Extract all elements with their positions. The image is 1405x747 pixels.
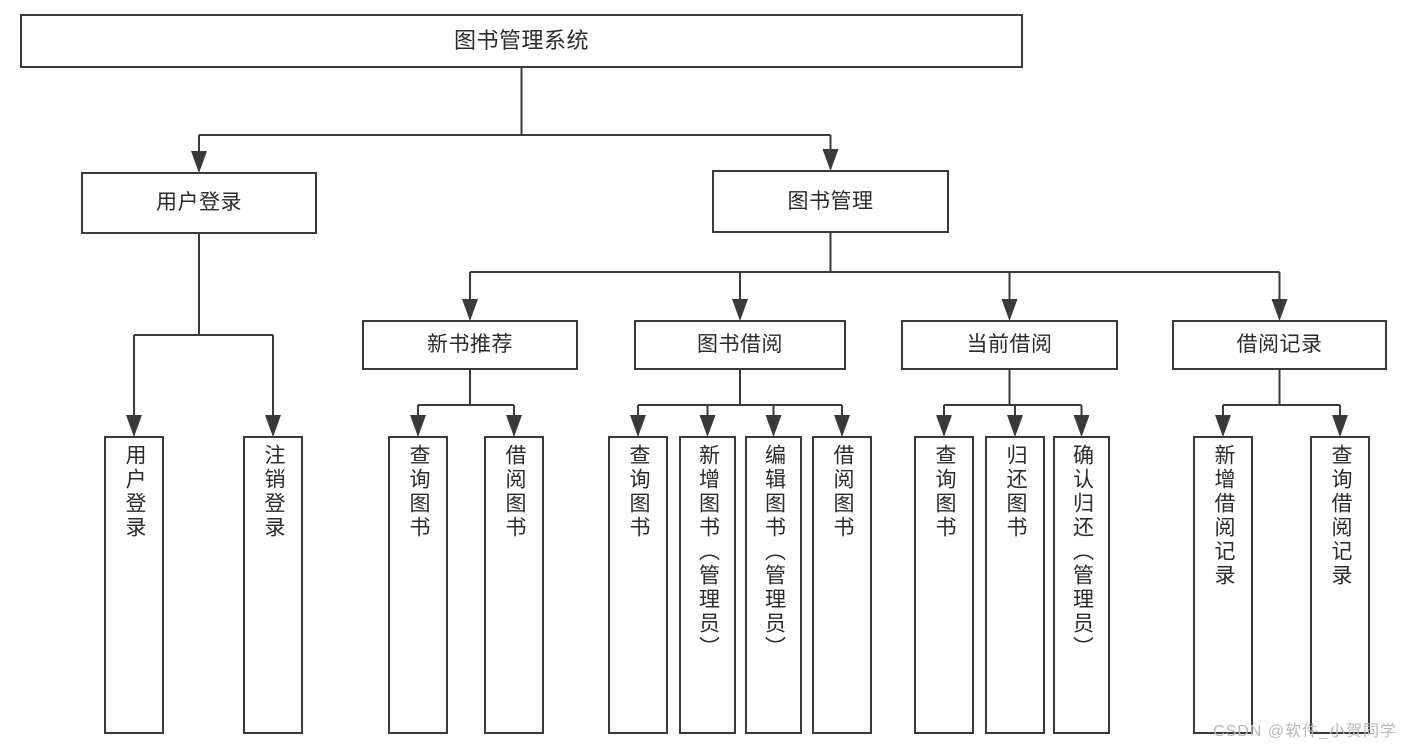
arrowhead <box>765 415 782 437</box>
arrowhead <box>265 415 281 437</box>
node-l9[interactable]: 查询图书 <box>914 436 974 734</box>
node-label: 编辑图书（管理员） <box>762 444 786 660</box>
node-login[interactable]: 用户登录 <box>81 172 317 234</box>
node-l11[interactable]: 确认归还（管理员） <box>1053 436 1110 734</box>
node-current[interactable]: 当前借阅 <box>901 320 1118 370</box>
node-label: 借阅记录 <box>1236 333 1323 357</box>
node-borrow[interactable]: 图书借阅 <box>634 320 846 370</box>
arrowhead <box>506 415 522 437</box>
node-label: 查询图书 <box>407 444 431 540</box>
node-label: 新书推荐 <box>427 333 513 357</box>
node-l12[interactable]: 新增借阅记录 <box>1193 436 1253 734</box>
node-l6[interactable]: 新增图书（管理员） <box>679 436 736 734</box>
node-label: 图书管理系统 <box>453 27 589 53</box>
node-l4[interactable]: 借阅图书 <box>484 436 544 734</box>
node-label: 借阅图书 <box>831 444 855 540</box>
arrowhead <box>462 299 478 321</box>
arrowhead <box>1073 415 1090 437</box>
node-newbook[interactable]: 新书推荐 <box>362 320 578 370</box>
node-label: 当前借阅 <box>966 333 1053 357</box>
node-label: 图书借阅 <box>697 333 783 357</box>
node-label: 新增借阅记录 <box>1212 444 1236 588</box>
arrowhead <box>822 149 839 171</box>
arrowhead <box>699 415 716 437</box>
node-l7[interactable]: 编辑图书（管理员） <box>745 436 802 734</box>
node-label: 图书管理 <box>787 189 874 213</box>
arrowhead <box>126 415 142 437</box>
node-bookmgmt[interactable]: 图书管理 <box>712 170 949 233</box>
node-label: 用户登录 <box>123 444 147 540</box>
node-l2[interactable]: 注销登录 <box>243 436 303 734</box>
node-label: 查询借阅记录 <box>1329 444 1353 588</box>
arrowhead <box>834 415 850 437</box>
node-label: 注销登录 <box>262 444 286 540</box>
arrowhead <box>1332 415 1348 437</box>
arrowhead <box>410 415 426 437</box>
node-records[interactable]: 借阅记录 <box>1172 320 1387 370</box>
node-label: 归还图书 <box>1004 444 1028 540</box>
arrowhead <box>630 415 646 437</box>
arrowhead <box>936 415 952 437</box>
node-l3[interactable]: 查询图书 <box>388 436 448 734</box>
arrowhead <box>191 151 207 173</box>
node-label: 用户登录 <box>156 191 242 215</box>
arrowhead <box>1271 299 1288 321</box>
watermark: CSDN @软件_小贺同学 <box>1213 723 1397 740</box>
arrowhead <box>1215 415 1231 437</box>
node-l5[interactable]: 查询图书 <box>608 436 668 734</box>
arrowhead <box>1007 415 1023 437</box>
node-l1[interactable]: 用户登录 <box>104 436 164 734</box>
node-label: 查询图书 <box>933 444 957 540</box>
node-root[interactable]: 图书管理系统 <box>20 14 1023 68</box>
node-label: 新增图书（管理员） <box>696 444 720 660</box>
node-l8[interactable]: 借阅图书 <box>812 436 872 734</box>
node-l13[interactable]: 查询借阅记录 <box>1310 436 1370 734</box>
node-label: 借阅图书 <box>503 444 527 540</box>
node-label: 确认归还（管理员） <box>1070 444 1094 660</box>
node-l10[interactable]: 归还图书 <box>985 436 1045 734</box>
node-label: 查询图书 <box>627 444 651 540</box>
arrowhead <box>732 299 748 321</box>
arrowhead <box>1001 299 1018 321</box>
